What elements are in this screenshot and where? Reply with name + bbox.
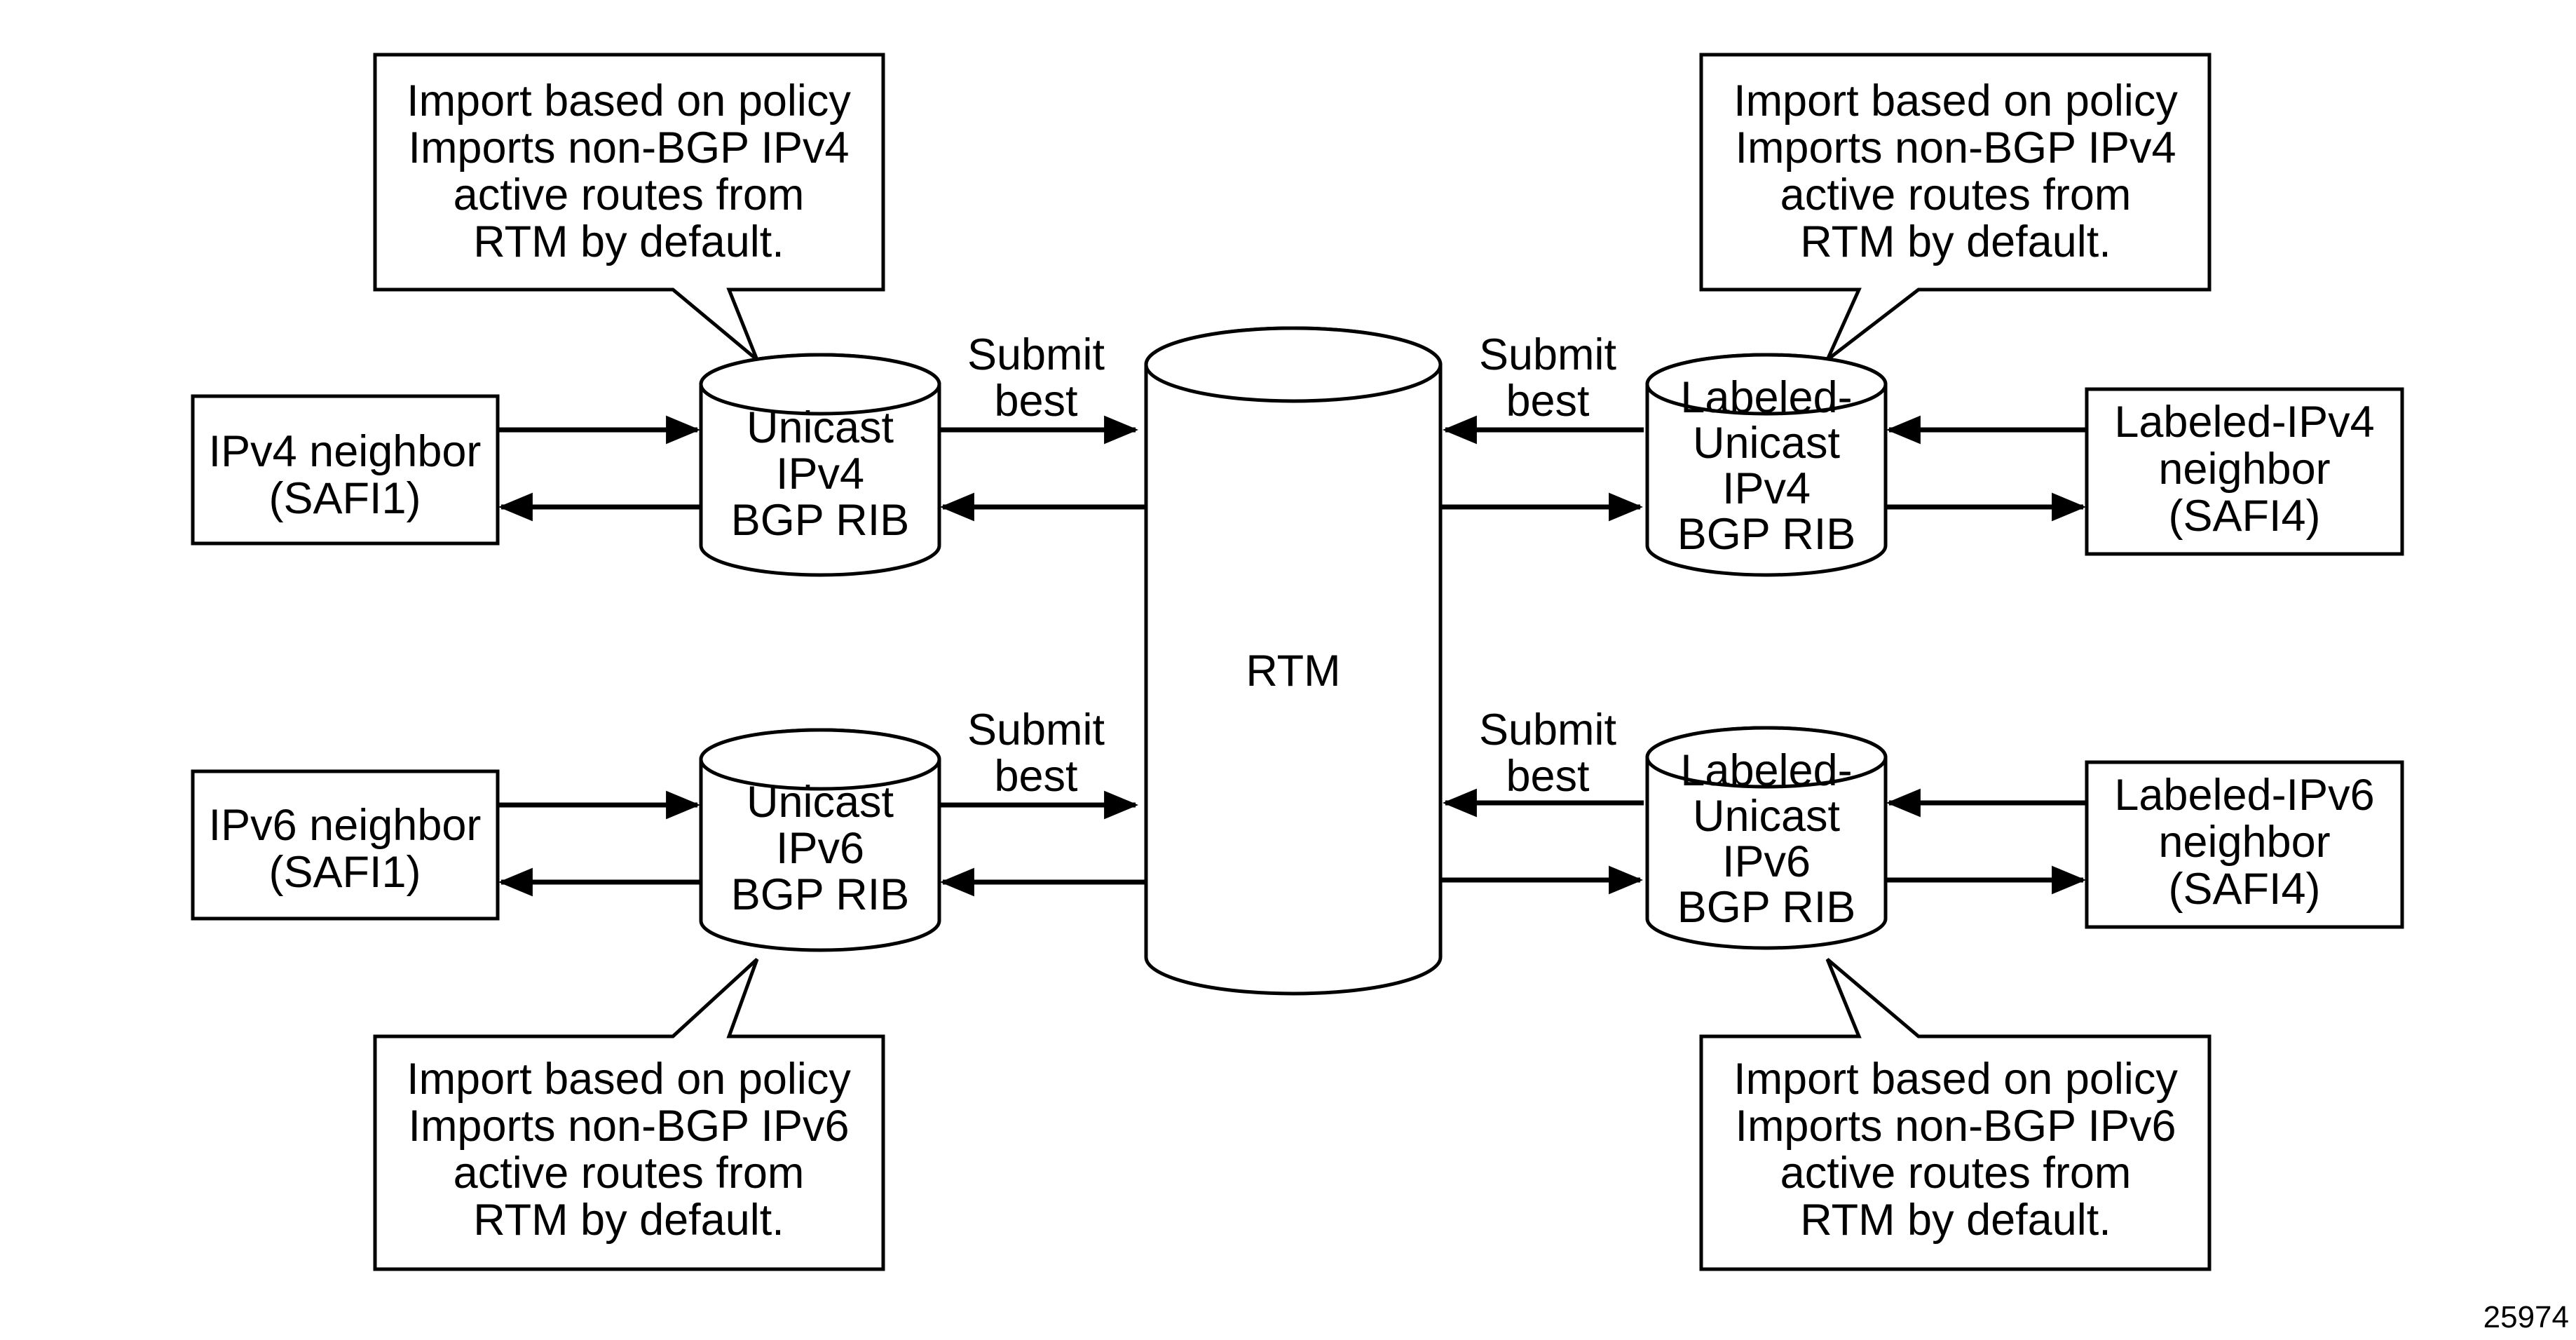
callout-line: Imports non-BGP IPv4 (1735, 123, 2176, 172)
callout-line: RTM by default. (473, 1196, 784, 1245)
callout-line: Import based on policy (407, 76, 851, 126)
neighbor-label: (SAFI1) (268, 848, 421, 897)
callout-line: active routes from (454, 1149, 805, 1198)
submit-best-text: best (1506, 752, 1590, 801)
callout-line: RTM by default. (1800, 217, 2111, 266)
rib-label: Labeled- (1680, 746, 1852, 795)
callout-line: Imports non-BGP IPv4 (408, 123, 849, 172)
submit-best-label: Submit best (967, 330, 1105, 426)
rib-label: Labeled- (1680, 373, 1852, 422)
neighbor-label: Labeled-IPv6 (2114, 771, 2374, 820)
rtm-label: RTM (1246, 647, 1340, 696)
submit-best-text: best (994, 752, 1078, 801)
callout-top-left: Import based on policy Imports non-BGP I… (373, 53, 885, 361)
rib-label: IPv6 (1722, 837, 1811, 886)
rib-labeled-unicast-ipv4: Labeled- Unicast IPv4 BGP RIB (1645, 353, 1888, 577)
callout-line: active routes from (1780, 1149, 2132, 1198)
callout-line: Imports non-BGP IPv6 (408, 1102, 849, 1151)
rib-label: BGP RIB (1677, 510, 1855, 559)
callout-line: Import based on policy (1733, 76, 2178, 126)
callout-top-right: Import based on policy Imports non-BGP I… (1699, 53, 2212, 361)
callout-line: RTM by default. (473, 217, 784, 266)
rib-label: IPv4 (1722, 464, 1811, 513)
callout-line: active routes from (1780, 170, 2132, 219)
rib-label: IPv6 (776, 824, 864, 873)
rib-label: Unicast (747, 778, 894, 827)
rib-unicast-ipv4: Unicast IPv4 BGP RIB (699, 353, 941, 577)
rib-label: Unicast (747, 403, 894, 452)
neighbor-box-labeled-ipv4: Labeled-IPv4 neighbor (SAFI4) (2085, 387, 2404, 556)
rib-label: Unicast (1693, 419, 1841, 468)
callout-bottom-right: Import based on policy Imports non-BGP I… (1699, 958, 2212, 1271)
rib-label: BGP RIB (1677, 883, 1855, 932)
rib-unicast-ipv6: Unicast IPv6 BGP RIB (699, 728, 941, 952)
submit-best-label: Submit best (1479, 705, 1617, 801)
neighbor-box-labeled-ipv6: Labeled-IPv6 neighbor (SAFI4) (2085, 760, 2404, 929)
rib-label: Unicast (1693, 792, 1841, 841)
figure-number: 25974 (2483, 1300, 2569, 1334)
neighbor-label: neighbor (2158, 445, 2330, 494)
callout-line: Import based on policy (1733, 1055, 2178, 1104)
neighbor-box-ipv6: IPv6 neighbor (SAFI1) (191, 769, 500, 921)
submit-best-text: Submit (967, 705, 1105, 754)
callout-line: active routes from (454, 170, 805, 219)
rib-label: BGP RIB (731, 870, 909, 919)
submit-best-label: Submit best (1479, 330, 1617, 426)
submit-best-label: Submit best (967, 705, 1105, 801)
rtm-cylinder: RTM (1144, 326, 1443, 996)
neighbor-label: (SAFI4) (2168, 492, 2320, 541)
callout-line: RTM by default. (1800, 1196, 2111, 1245)
neighbor-label: neighbor (2158, 818, 2330, 867)
submit-best-text: Submit (1479, 330, 1617, 379)
callout-bottom-left: Import based on policy Imports non-BGP I… (373, 958, 885, 1271)
connector-arrows (498, 415, 2087, 897)
rib-labeled-unicast-ipv6: Labeled- Unicast IPv6 BGP RIB (1645, 726, 1888, 950)
neighbor-label: IPv4 neighbor (209, 427, 482, 476)
submit-best-text: Submit (1479, 705, 1617, 754)
rib-label: BGP RIB (731, 496, 909, 545)
submit-best-text: best (1506, 377, 1590, 426)
neighbor-label: (SAFI4) (2168, 865, 2320, 914)
rib-label: IPv4 (776, 449, 864, 499)
neighbor-label: Labeled-IPv4 (2114, 398, 2374, 447)
submit-best-text: Submit (967, 330, 1105, 379)
neighbor-label: (SAFI1) (268, 474, 421, 523)
neighbor-label: IPv6 neighbor (209, 801, 482, 850)
submit-best-text: best (994, 377, 1078, 426)
callout-line: Import based on policy (407, 1055, 851, 1104)
callout-line: Imports non-BGP IPv6 (1735, 1102, 2176, 1151)
neighbor-box-ipv4: IPv4 neighbor (SAFI1) (191, 394, 500, 546)
